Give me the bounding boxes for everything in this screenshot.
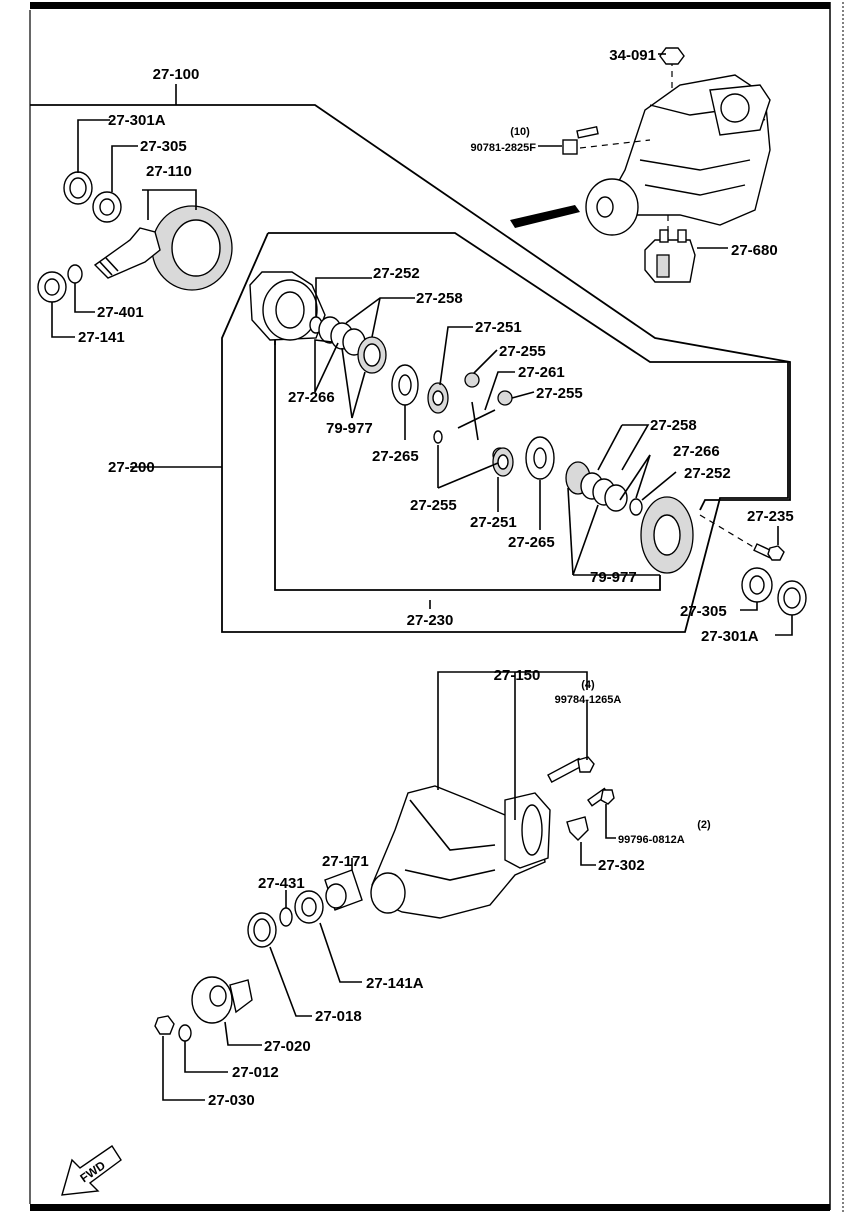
label-27-305-top[interactable]: 27-305 [140, 138, 187, 155]
group-frame-27-100 [30, 104, 791, 511]
fwd-arrow-icon: FWD [61, 1145, 122, 1196]
side-gear-27-251-b-icon [492, 447, 514, 477]
clutch-plates-27-258-a-icon [318, 316, 387, 374]
clutch-plates-27-258-b-icon [565, 461, 628, 512]
label-99796-qty: (2) [697, 819, 711, 831]
spacer-27-431-icon [279, 907, 293, 927]
label-27-258-b[interactable]: 27-258 [650, 417, 697, 434]
bolt-27-235-icon [753, 543, 785, 561]
nut-27-030-icon [154, 1015, 175, 1035]
seal-27-301A-bot-icon [777, 580, 807, 616]
label-27-266-a[interactable]: 27-266 [288, 389, 335, 406]
washer-27-012-icon [178, 1024, 192, 1042]
label-27-252-a[interactable]: 27-252 [373, 265, 420, 282]
bearing-27-305-bot-icon [741, 567, 773, 603]
label-27-301A-top[interactable]: 27-301A [108, 112, 166, 129]
label-79-977-b[interactable]: 79-977 [590, 569, 637, 586]
pinion-gear-27-255-a-icon [464, 372, 480, 388]
bolt-99784-icon [547, 756, 595, 784]
label-27-100[interactable]: 27-100 [153, 66, 200, 83]
bracket-27-302-icon [566, 816, 589, 841]
label-99784-qty: (4) [581, 679, 595, 691]
label-79-977-a[interactable]: 79-977 [326, 420, 373, 437]
label-99796-0812A[interactable]: 99796-0812A [618, 834, 685, 846]
side-gear-27-251-a-icon [427, 382, 449, 414]
pressure-ring-27-265-a-icon [391, 364, 419, 406]
label-27-252-b[interactable]: 27-252 [684, 465, 731, 482]
label-27-012[interactable]: 27-012 [232, 1064, 279, 1081]
label-27-150[interactable]: 27-150 [494, 667, 541, 684]
group-frame-27-200 [221, 232, 789, 633]
group-frame-27-230 [274, 340, 661, 591]
label-34-091[interactable]: 34-091 [609, 47, 656, 64]
bearing-27-305-top-icon [92, 191, 122, 223]
bearing-27-141A-icon [294, 890, 324, 924]
label-27-020[interactable]: 27-020 [264, 1038, 311, 1055]
cross-shaft-27-261-icon [457, 401, 496, 441]
label-27-255-c[interactable]: 27-255 [410, 497, 457, 514]
label-27-431[interactable]: 27-431 [258, 875, 305, 892]
label-90781-2825F[interactable]: 90781-2825F [471, 142, 537, 154]
thrust-washer-27-252-b-icon [629, 498, 643, 516]
oil-seal-27-018-icon [247, 912, 277, 948]
bolt-90781-icon [562, 126, 599, 155]
leader-lines [51, 53, 793, 1101]
label-27-230[interactable]: 27-230 [407, 612, 454, 629]
label-27-301A-bot[interactable]: 27-301A [701, 628, 759, 645]
seal-27-301A-top-icon [63, 171, 93, 205]
label-27-261[interactable]: 27-261 [518, 364, 565, 381]
label-27-141A[interactable]: 27-141A [366, 975, 424, 992]
label-27-305-bot[interactable]: 27-305 [680, 603, 727, 620]
part-labels: 34-091 (10) 90781-2825F 27-680 27-100 27… [78, 47, 794, 1109]
page-frame [29, 2, 844, 1214]
spacer-27-401-icon [67, 264, 83, 284]
label-90781-qty: (10) [510, 126, 530, 138]
spacer-27-171-icon [324, 869, 363, 911]
label-27-235[interactable]: 27-235 [747, 508, 794, 525]
label-27-200[interactable]: 27-200 [108, 459, 155, 476]
bolt-99796-icon [587, 787, 615, 807]
label-27-018[interactable]: 27-018 [315, 1008, 362, 1025]
label-27-255-a[interactable]: 27-255 [499, 343, 546, 360]
mount-27-680-icon [644, 229, 696, 283]
differential-case-icon [249, 271, 326, 341]
label-27-266-b[interactable]: 27-266 [673, 443, 720, 460]
pressure-ring-27-265-b-icon [525, 436, 555, 480]
ring-pinion-27-110-icon [93, 205, 233, 291]
label-27-110[interactable]: 27-110 [146, 163, 192, 180]
label-27-258-a[interactable]: 27-258 [416, 290, 463, 307]
pinion-gear-27-255-b-icon [497, 390, 513, 406]
differential-assembly-illustration [510, 60, 771, 240]
carrier-housing-27-150-icon [370, 785, 551, 919]
label-27-030[interactable]: 27-030 [208, 1092, 255, 1109]
label-27-171[interactable]: 27-171 [322, 853, 369, 870]
label-27-141[interactable]: 27-141 [78, 329, 125, 346]
label-99784-1265A[interactable]: 99784-1265A [555, 694, 622, 706]
nut-34-091-icon [659, 47, 685, 65]
companion-flange-27-020-icon [191, 976, 253, 1024]
label-27-265-b[interactable]: 27-265 [508, 534, 555, 551]
label-27-680[interactable]: 27-680 [731, 242, 778, 259]
case-cover-icon [640, 496, 694, 574]
label-27-255-b[interactable]: 27-255 [536, 385, 583, 402]
bearing-27-141-icon [37, 271, 67, 303]
label-27-251-a[interactable]: 27-251 [475, 319, 522, 336]
label-27-265-a[interactable]: 27-265 [372, 448, 419, 465]
label-27-302[interactable]: 27-302 [598, 857, 645, 874]
label-27-251-b[interactable]: 27-251 [470, 514, 517, 531]
label-27-401[interactable]: 27-401 [97, 304, 144, 321]
